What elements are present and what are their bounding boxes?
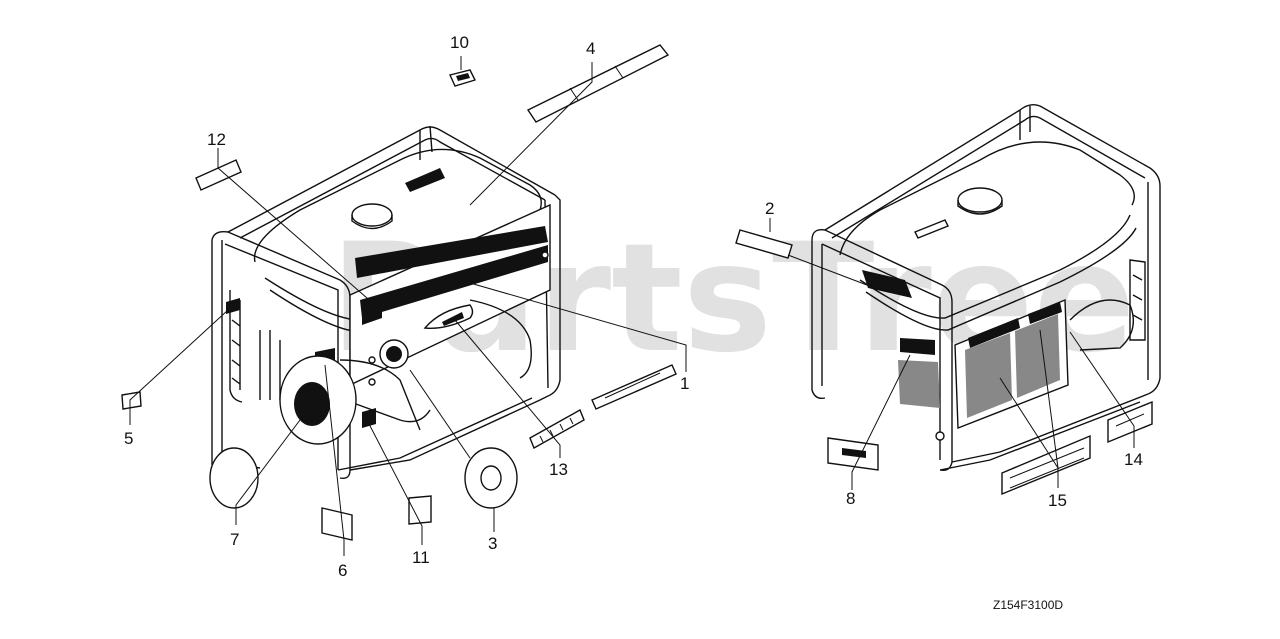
part-13-label — [529, 408, 585, 450]
part-11-label — [408, 495, 432, 525]
callout-numbers: 10 4 12 2 1 5 13 7 6 11 3 8 15 14 — [124, 33, 1143, 580]
part-7-plate — [209, 447, 259, 509]
leader-lines — [129, 56, 1135, 556]
callout-13: 13 — [549, 460, 568, 479]
callout-15: 15 — [1048, 491, 1067, 510]
callout-12: 12 — [207, 130, 226, 149]
part-1-strip — [591, 364, 677, 410]
callout-8: 8 — [846, 489, 855, 508]
callout-14: 14 — [1124, 450, 1143, 469]
left-generator — [211, 125, 561, 480]
loose-parts-left — [121, 44, 793, 541]
part-4-label — [526, 44, 670, 123]
callout-2: 2 — [765, 199, 774, 218]
right-generator — [811, 103, 1161, 472]
callout-3: 3 — [488, 534, 497, 553]
callout-4: 4 — [586, 39, 595, 58]
part-12-label — [195, 159, 242, 191]
part-5-label — [121, 391, 142, 410]
callout-5: 5 — [124, 429, 133, 448]
part-14-label — [1107, 400, 1153, 444]
callout-1: 1 — [680, 374, 689, 393]
part-15-label — [1001, 434, 1091, 496]
callout-7: 7 — [230, 530, 239, 549]
callout-6: 6 — [338, 561, 347, 580]
loose-parts-right — [827, 400, 1153, 496]
drawing-code: Z154F3100D — [993, 598, 1063, 612]
part-2-label — [735, 229, 793, 259]
callout-11: 11 — [412, 548, 430, 567]
part-6-label — [321, 507, 353, 541]
callout-10: 10 — [450, 33, 469, 52]
